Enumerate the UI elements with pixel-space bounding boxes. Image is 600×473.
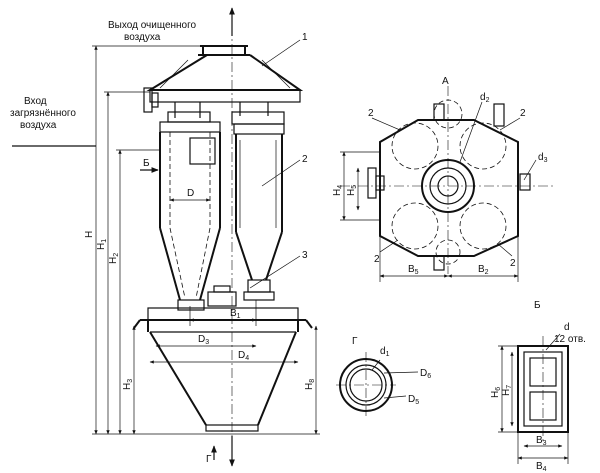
dim-a-h5: H5: [346, 185, 358, 196]
view-g-title: Г: [352, 336, 358, 347]
dim-d3: D3: [198, 334, 209, 346]
outlet-label-line1: Выход очищенного: [108, 20, 197, 31]
view-g-arrow-label: Г: [206, 454, 212, 465]
view-b: [498, 333, 569, 464]
dim-h3: H3: [122, 379, 134, 390]
dim-a-b5: B5: [408, 264, 419, 276]
dim-a-h4: H4: [332, 185, 344, 196]
view-b-title: Б: [534, 300, 541, 311]
view-a-callout-2c: 2: [374, 254, 380, 265]
inlet-label-line2: загрязнённого: [10, 108, 76, 119]
dim-b-h6: H6: [490, 387, 502, 398]
dim-b-b3: B3: [536, 435, 547, 447]
view-g: [336, 352, 419, 418]
view-a-callout-2b: 2: [520, 108, 526, 119]
dim-h1: H1: [96, 239, 108, 250]
dim-g-d5: D5: [408, 394, 419, 406]
callout-2: 2: [302, 154, 308, 165]
view-a: [340, 86, 556, 282]
inlet-label-line3: воздуха: [20, 120, 57, 131]
dim-d4: D4: [238, 350, 249, 362]
dim-g-d1: d1: [380, 346, 390, 358]
cyclone-main-view: [133, 7, 313, 467]
dim-a-d2: d2: [480, 92, 490, 104]
dim-g-d6: D6: [420, 368, 431, 380]
dim-b-d: d: [564, 322, 570, 333]
main-dimensions: [12, 39, 320, 460]
view-a-callout-2a: 2: [368, 108, 374, 119]
dim-b-b4: B4: [536, 461, 547, 473]
section-b-mark: Б: [143, 158, 150, 169]
view-a-callout-2d: 2: [510, 258, 516, 269]
callout-3: 3: [302, 250, 308, 261]
outlet-label-line2: воздуха: [124, 32, 161, 43]
dim-a-b2: B2: [478, 264, 489, 276]
dim-d: D: [187, 188, 194, 199]
inlet-label-line1: Вход: [24, 96, 47, 107]
dim-h8: H8: [304, 379, 316, 390]
dim-h: H: [84, 231, 95, 238]
dim-a-d3: d3: [538, 152, 548, 164]
dim-h2: H2: [108, 253, 120, 264]
dim-b-holes: 12 отв.: [554, 334, 586, 345]
dim-b1: B1: [230, 308, 241, 320]
dim-b-h7: H7: [501, 385, 513, 396]
view-a-title: А: [442, 76, 449, 87]
callout-1: 1: [302, 32, 308, 43]
